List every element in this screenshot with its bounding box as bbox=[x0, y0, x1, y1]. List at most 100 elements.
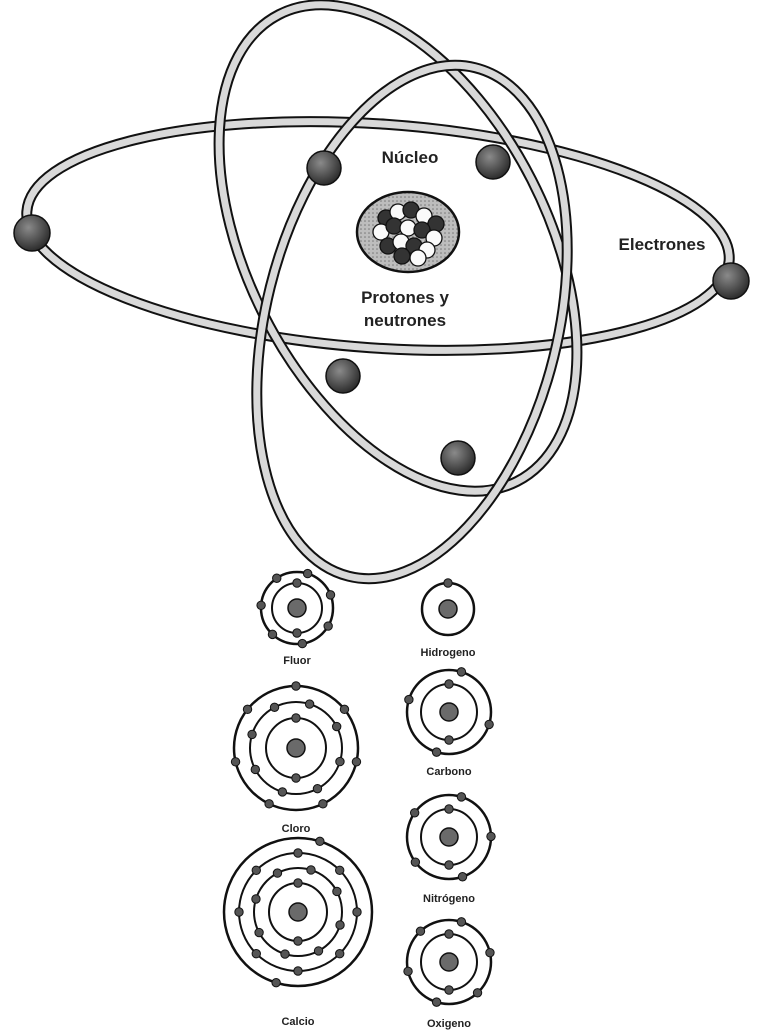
shell-electron bbox=[270, 703, 278, 711]
shell-electron bbox=[444, 579, 452, 587]
shell-electron bbox=[326, 591, 334, 599]
bohr-model-oxigeno: Oxigeno bbox=[404, 918, 494, 1030]
element-label: Hidrogeno bbox=[421, 647, 476, 659]
shell-electron bbox=[314, 947, 322, 955]
shell-electron bbox=[307, 866, 315, 874]
shell-electron bbox=[293, 579, 301, 587]
bohr-nucleus bbox=[289, 903, 307, 921]
bohr-nucleus bbox=[440, 953, 458, 971]
protons-neutrons-label-line1: Protones y bbox=[361, 288, 449, 307]
electron bbox=[307, 151, 341, 185]
shell-electron bbox=[294, 879, 302, 887]
bohr-model-fluor: Fluor bbox=[257, 569, 335, 667]
shell-electron bbox=[411, 858, 419, 866]
shell-electron bbox=[336, 866, 344, 874]
shell-electron bbox=[303, 569, 311, 577]
shell-electron bbox=[252, 950, 260, 958]
element-label: Fluor bbox=[283, 655, 311, 667]
electrons-label: Electrones bbox=[619, 235, 706, 254]
shell-electron bbox=[445, 930, 453, 938]
shell-electron bbox=[486, 948, 494, 956]
shell-electron bbox=[273, 574, 281, 582]
shell-electron bbox=[457, 918, 465, 926]
shell-electron bbox=[353, 908, 361, 916]
bohr-model-carbono: Carbono bbox=[405, 668, 494, 778]
shell-electron bbox=[292, 682, 300, 690]
shell-electron bbox=[294, 967, 302, 975]
shell-electron bbox=[336, 757, 344, 765]
shell-electron bbox=[319, 800, 327, 808]
orbit-electrons bbox=[14, 145, 749, 475]
shell-electron bbox=[243, 705, 251, 713]
shell-electron bbox=[445, 861, 453, 869]
shell-electron bbox=[404, 967, 412, 975]
shell-electron bbox=[457, 793, 465, 801]
shell-electron bbox=[281, 950, 289, 958]
shell-electron bbox=[487, 832, 495, 840]
bohr-model-cloro: Cloro bbox=[231, 682, 360, 835]
bohr-model-hidrogeno: Hidrogeno bbox=[421, 579, 476, 659]
shell-electron bbox=[332, 722, 340, 730]
bohr-nucleus bbox=[439, 600, 457, 618]
shell-electron bbox=[278, 788, 286, 796]
proton bbox=[394, 248, 410, 264]
shell-electron bbox=[432, 998, 440, 1006]
shell-electron bbox=[248, 730, 256, 738]
shell-electron bbox=[316, 837, 324, 845]
shell-electron bbox=[340, 705, 348, 713]
element-label: Nitrógeno bbox=[423, 893, 475, 905]
bohr-nucleus bbox=[440, 828, 458, 846]
shell-electron bbox=[255, 928, 263, 936]
shell-electron bbox=[336, 950, 344, 958]
bohr-nucleus bbox=[288, 599, 306, 617]
bohr-nucleus bbox=[440, 703, 458, 721]
shell-electron bbox=[445, 736, 453, 744]
shell-electron bbox=[293, 629, 301, 637]
shell-electron bbox=[445, 680, 453, 688]
shell-electron bbox=[251, 765, 259, 773]
shell-electron bbox=[305, 700, 313, 708]
shell-electron bbox=[485, 720, 493, 728]
element-label: Cloro bbox=[282, 823, 311, 835]
electron bbox=[441, 441, 475, 475]
electron bbox=[713, 263, 749, 299]
shell-electron bbox=[292, 774, 300, 782]
shell-electron bbox=[458, 873, 466, 881]
element-label: Oxigeno bbox=[427, 1018, 471, 1030]
shell-electron bbox=[257, 601, 265, 609]
shell-electron bbox=[252, 866, 260, 874]
shell-electron bbox=[265, 800, 273, 808]
shell-electron bbox=[313, 784, 321, 792]
bohr-model-calcio: Calcio bbox=[224, 837, 372, 1028]
nucleus-label: Núcleo bbox=[382, 148, 439, 167]
shell-electron bbox=[405, 695, 413, 703]
shell-electron bbox=[273, 869, 281, 877]
shell-electron bbox=[324, 622, 332, 630]
shell-electron bbox=[445, 986, 453, 994]
bohr-model-nitrogeno: Nitrógeno bbox=[407, 793, 495, 905]
neutron bbox=[410, 250, 426, 266]
shell-electron bbox=[235, 908, 243, 916]
shell-electron bbox=[352, 758, 360, 766]
shell-electron bbox=[231, 758, 239, 766]
shell-electron bbox=[294, 849, 302, 857]
shell-electron bbox=[416, 927, 424, 935]
shell-electron bbox=[252, 895, 260, 903]
shell-electron bbox=[298, 639, 306, 647]
shell-electron bbox=[333, 887, 341, 895]
shell-electron bbox=[336, 921, 344, 929]
nucleus bbox=[357, 192, 459, 272]
shell-electron bbox=[445, 805, 453, 813]
bohr-nucleus bbox=[287, 739, 305, 757]
shell-electron bbox=[457, 668, 465, 676]
shell-electron bbox=[268, 630, 276, 638]
element-label: Carbono bbox=[426, 766, 472, 778]
shell-electron bbox=[294, 937, 302, 945]
electron bbox=[326, 359, 360, 393]
electron bbox=[14, 215, 50, 251]
shell-electron bbox=[473, 989, 481, 997]
protons-neutrons-label-line2: neutrones bbox=[364, 311, 446, 330]
